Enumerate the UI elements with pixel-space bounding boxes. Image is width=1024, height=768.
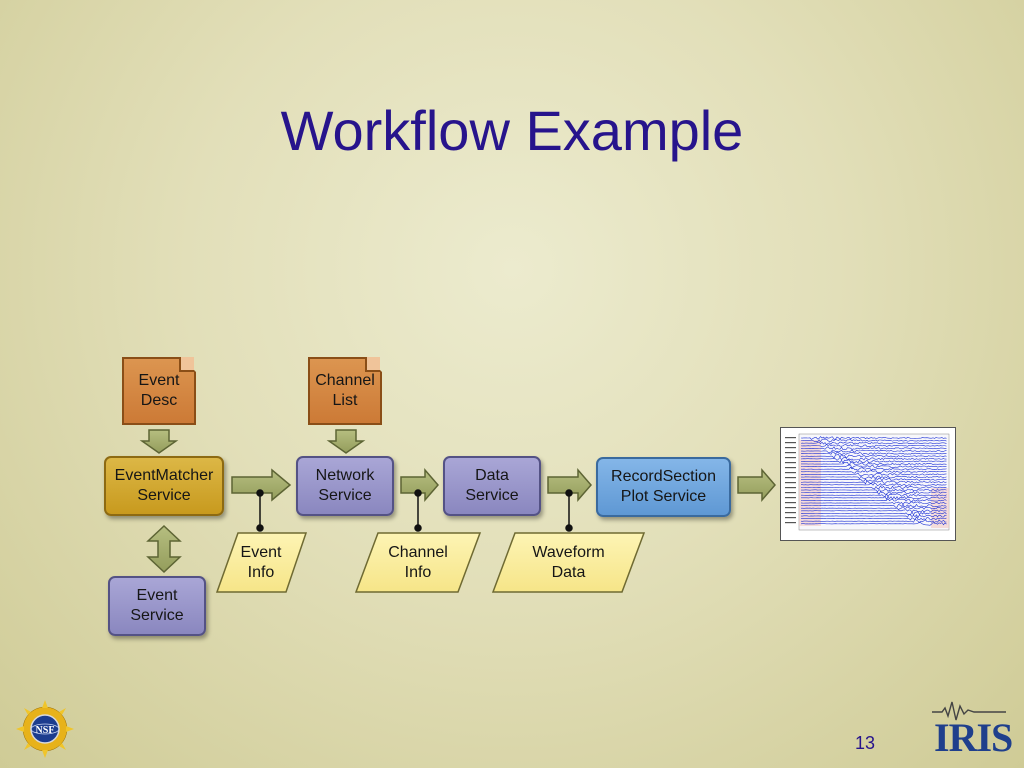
seismic-trace: [800, 488, 947, 493]
seismic-trace: [800, 456, 947, 461]
trace-label-mark: [785, 502, 796, 504]
trace-label-mark: [785, 447, 796, 449]
parallelogram-channel-info: [354, 532, 482, 593]
nsf-logo-text: NSF: [36, 725, 55, 736]
trace-label-mark: [785, 492, 796, 494]
seismic-trace: [800, 501, 947, 505]
seismic-trace: [800, 454, 947, 459]
seismic-trace: [800, 438, 947, 443]
right-arrow-2: [400, 467, 439, 503]
parallelogram-event-info: [215, 532, 308, 593]
eventmatcher-service-box: EventMatcher Service: [104, 456, 224, 516]
seismic-trace: [800, 470, 947, 474]
seismic-trace: [800, 521, 947, 526]
trace-label-mark: [785, 477, 796, 479]
network-service-label: Network Service: [315, 467, 375, 504]
seismic-trace: [800, 519, 947, 524]
seismic-trace: [800, 472, 947, 477]
connector-waveform-data: [565, 489, 573, 532]
seismic-trace: [800, 511, 947, 516]
trace-label-mark: [785, 437, 796, 439]
trace-label-mark: [785, 487, 796, 489]
trace-label-mark: [785, 522, 796, 524]
seismic-trace: [801, 482, 947, 487]
network-service-box: Network Service: [296, 456, 394, 516]
trace-label-mark: [785, 472, 796, 474]
trace-label-mark: [785, 467, 796, 469]
double-arrow-event-service: [146, 524, 182, 574]
down-arrow-event-desc: [139, 429, 179, 454]
seismic-trace: [800, 479, 947, 485]
event-service-box: Event Service: [108, 576, 206, 636]
seismic-trace: [800, 441, 947, 445]
doc-event-desc-label: Event Desc: [138, 372, 180, 409]
trace-label-mark: [785, 517, 796, 519]
data-service-box: Data Service: [443, 456, 541, 516]
seismic-trace: [800, 475, 947, 480]
record-section-plot-image: [780, 427, 956, 541]
recordsection-plot-service-box: RecordSection Plot Service: [596, 457, 731, 517]
trace-label-mark: [785, 497, 796, 499]
seismic-trace: [800, 485, 947, 490]
trace-label-mark: [785, 512, 796, 514]
iris-logo-text: IRIS: [934, 715, 1013, 760]
trace-label-mark: [785, 482, 796, 484]
seismic-trace: [801, 477, 947, 482]
slide-title: Workflow Example: [280, 99, 744, 162]
doc-channel-list-fold: [365, 357, 380, 372]
seismic-trace: [800, 446, 947, 451]
nsf-logo: NSF: [16, 700, 74, 758]
seismic-trace: [800, 513, 947, 519]
seismic-trace: [800, 464, 947, 469]
seismic-trace: [800, 451, 947, 456]
seismic-trace: [800, 436, 947, 440]
trace-label-mark: [785, 457, 796, 459]
doc-channel-list-label: Channel List: [315, 372, 375, 409]
seismic-trace: [800, 493, 947, 498]
seismic-trace: [800, 443, 947, 448]
event-service-label: Event Service: [130, 587, 184, 624]
channel-info-label: Channel Info: [388, 543, 448, 581]
waveform-data-label: Waveform Data: [532, 543, 605, 581]
iris-logo: [932, 701, 1006, 721]
doc-event-desc-fold: [179, 357, 194, 372]
eventmatcher-service-label: EventMatcher Service: [114, 467, 214, 504]
connector-channel-info: [414, 489, 422, 532]
parallelogram-waveform-data: [491, 532, 646, 593]
seismic-trace: [800, 449, 947, 454]
seismic-trace: [800, 506, 947, 511]
down-arrow-channel-list: [326, 429, 366, 454]
seismic-trace: [801, 495, 947, 501]
seismic-trace: [800, 503, 947, 508]
seismic-trace: [800, 516, 947, 521]
event-info-label: Event Info: [240, 543, 282, 581]
right-arrow-1: [231, 468, 292, 502]
trace-label-mark: [785, 442, 796, 444]
connector-event-info: [256, 489, 264, 532]
trace-label-mark: [785, 507, 796, 509]
recordsection-plot-service-label: RecordSection Plot Service: [611, 468, 716, 505]
right-arrow-4: [737, 467, 776, 503]
data-service-label: Data Service: [465, 467, 519, 504]
seismic-trace: [800, 509, 947, 513]
seismic-trace: [800, 459, 947, 464]
seismic-trace: [800, 491, 947, 495]
page-number: 13: [855, 733, 876, 753]
seismic-trace: [800, 462, 947, 466]
seismic-trace: [800, 466, 947, 471]
seismic-trace: [800, 498, 947, 502]
right-arrow-3: [547, 467, 592, 503]
trace-label-mark: [785, 452, 796, 454]
record-section-plot: [785, 433, 950, 531]
trace-label-mark: [785, 462, 796, 464]
